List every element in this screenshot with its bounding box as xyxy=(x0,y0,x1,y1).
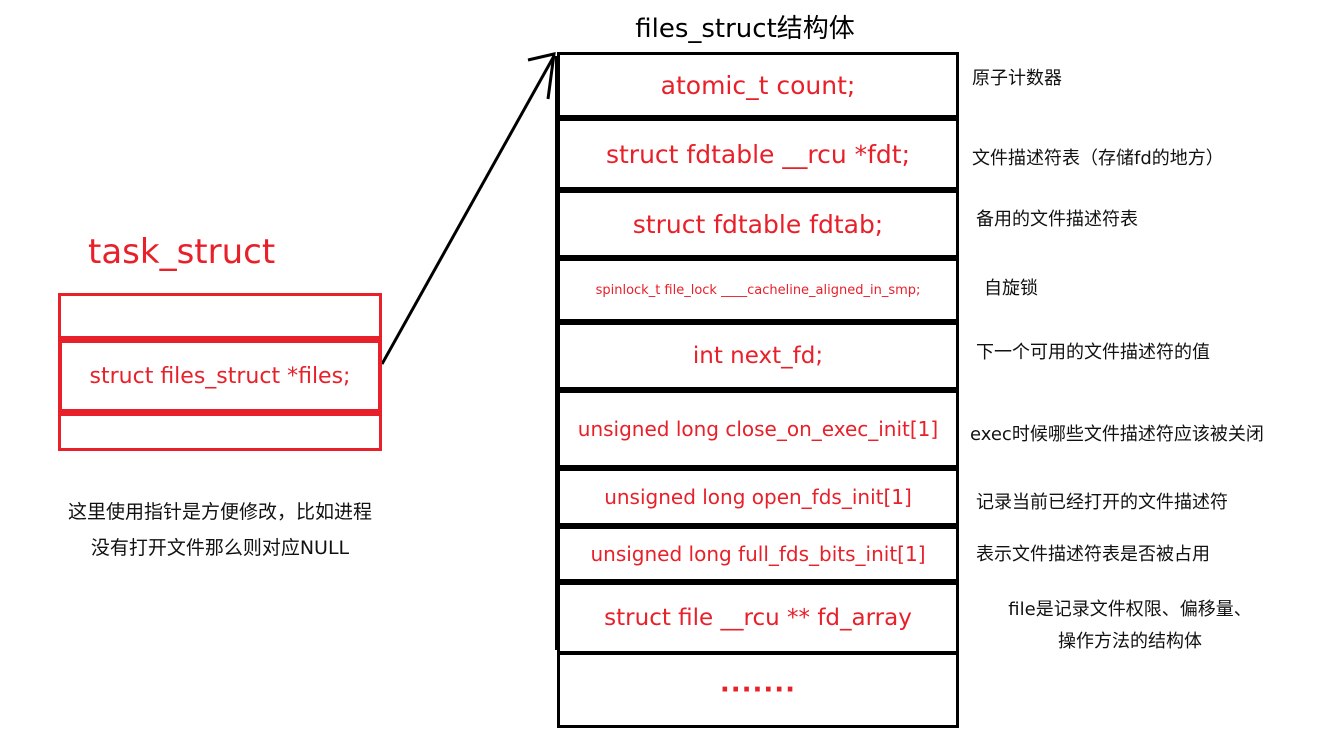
field-desc-next-fd: 下一个可用的文件描述符的值 xyxy=(976,342,1210,363)
field-desc-fd-array-line2: 操作方法的结构体 xyxy=(1058,631,1202,652)
field-code: struct fdtable fdtab; xyxy=(632,209,884,239)
field-code: unsigned long full_fds_bits_init[1] xyxy=(590,542,926,566)
field-desc-fd-array: file是记录文件权限、偏移量、 操作方法的结构体 xyxy=(980,594,1280,658)
task-struct-row-empty-top xyxy=(58,293,382,339)
files-struct-field-fdtab: struct fdtable fdtab; xyxy=(557,190,959,258)
field-desc-fdt: 文件描述符表（存储fd的地方） xyxy=(972,148,1224,169)
field-code: struct fdtable __rcu *fdt; xyxy=(605,139,911,169)
files-struct-field-fd-array: struct file __rcu ** fd_array xyxy=(557,582,959,654)
task-struct-title: task_struct xyxy=(88,232,276,272)
field-code: struct file __rcu ** fd_array xyxy=(604,605,912,631)
field-desc-fdtab: 备用的文件描述符表 xyxy=(976,209,1138,230)
task-struct-row-empty-bottom xyxy=(58,413,382,451)
files-struct-field-file-lock: spinlock_t file_lock ____cacheline_align… xyxy=(557,258,959,322)
field-desc-close-on-exec: exec时候哪些文件描述符应该被关闭 xyxy=(970,424,1264,445)
field-code: unsigned long open_fds_init[1] xyxy=(604,485,912,509)
files-struct-field-full-fds-bits: unsigned long full_fds_bits_init[1] xyxy=(557,526,959,582)
task-struct-files-field-text: struct files_struct *files; xyxy=(89,363,351,389)
field-code: atomic_t count; xyxy=(660,70,856,100)
field-desc-file-lock: 自旋锁 xyxy=(984,278,1038,299)
files-struct-field-ellipsis: ······· xyxy=(557,652,959,728)
files-struct-title: files_struct结构体 xyxy=(635,14,855,44)
files-struct-field-open-fds: unsigned long open_fds_init[1] xyxy=(557,468,959,526)
field-desc-open-fds: 记录当前已经打开的文件描述符 xyxy=(976,492,1228,513)
files-struct-field-close-on-exec: unsigned long close_on_exec_init[1] xyxy=(557,390,959,468)
field-code: int next_fd; xyxy=(692,343,824,369)
field-code: ······· xyxy=(719,675,797,705)
files-struct-field-fdt: struct fdtable __rcu *fdt; xyxy=(557,118,959,190)
task-struct-note-line1: 这里使用指针是方便修改，比如进程 xyxy=(67,501,372,523)
field-desc-count: 原子计数器 xyxy=(972,68,1062,89)
files-struct-field-next-fd: int next_fd; xyxy=(557,322,959,390)
task-struct-note-line2: 没有打开文件那么则对应NULL xyxy=(90,537,350,559)
files-struct-field-count: atomic_t count; xyxy=(557,52,959,118)
field-desc-fd-array-line1: file是记录文件权限、偏移量、 xyxy=(1008,599,1252,620)
task-struct-files-field: struct files_struct *files; xyxy=(58,339,382,413)
task-struct-note: 这里使用指针是方便修改，比如进程 没有打开文件那么则对应NULL xyxy=(40,494,400,566)
field-code: spinlock_t file_lock ____cacheline_align… xyxy=(595,282,921,298)
field-code: unsigned long close_on_exec_init[1] xyxy=(577,417,939,441)
field-desc-full-fds-bits: 表示文件描述符表是否被占用 xyxy=(976,544,1210,565)
